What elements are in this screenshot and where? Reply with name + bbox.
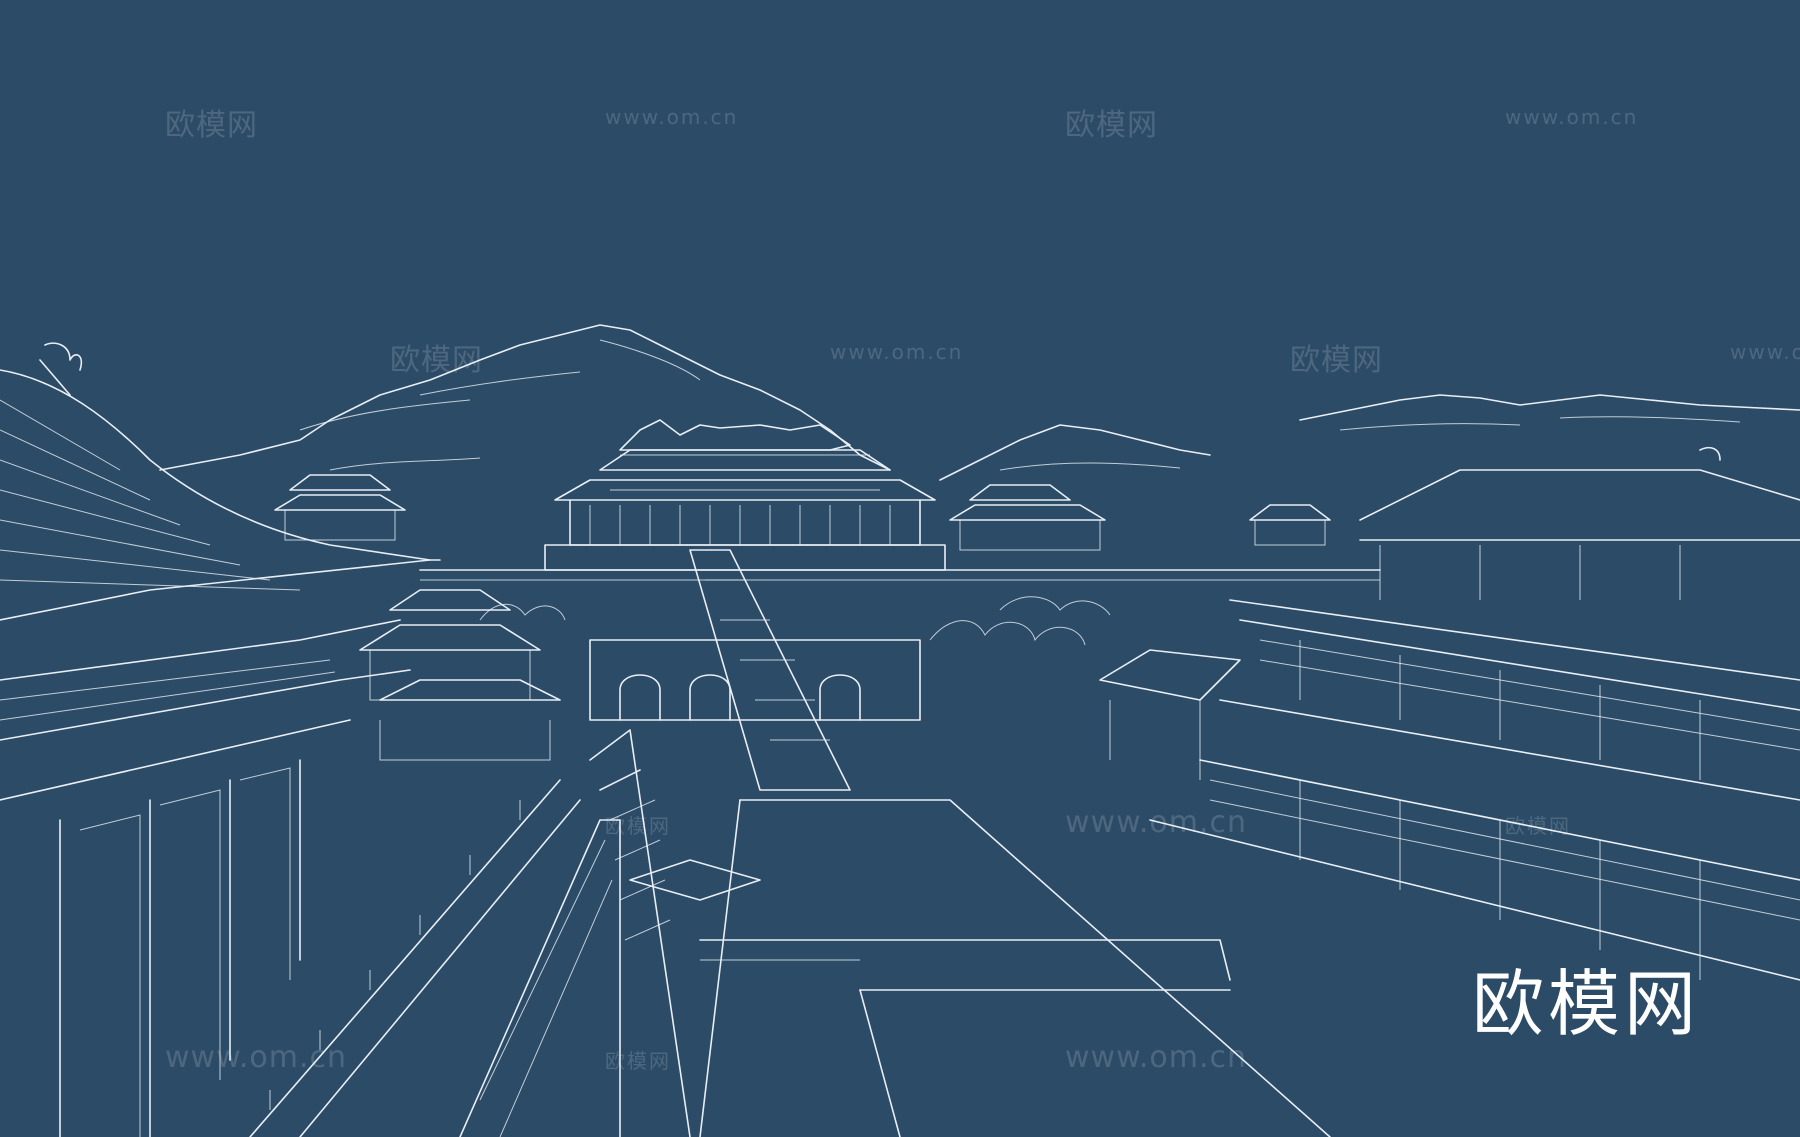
watermark-url: 欧模网 — [1505, 814, 1571, 838]
watermark-text: 欧模网 — [1290, 343, 1383, 378]
watermark-text: www.om.cn — [1065, 805, 1248, 840]
center-left-roof — [589, 729, 761, 1137]
courtyard — [699, 799, 1331, 1137]
left-roof — [0, 342, 441, 1137]
left-pavilions — [359, 589, 561, 761]
brand-logo: 欧模网 — [1472, 962, 1701, 1046]
mountain-range — [159, 324, 1800, 481]
watermark-url: 欧模网 — [605, 814, 671, 838]
distant-halls — [274, 474, 1331, 551]
watermark-url: www.om.cn — [1505, 105, 1639, 129]
watermark-text: 欧模网 — [1065, 108, 1158, 143]
watermark-url: www.om.cn — [1730, 340, 1800, 364]
watermark-text: 欧模网 — [165, 108, 258, 143]
central-gate — [589, 549, 921, 791]
watermark-url: www.om.cn — [605, 105, 739, 129]
watermark-url: 欧模网 — [605, 1049, 671, 1073]
watermark-text: www.om.cn — [165, 1040, 348, 1075]
watermark-text: 欧模网 — [390, 343, 483, 378]
trees — [479, 596, 1111, 646]
right-corridor — [1149, 599, 1800, 981]
watermark-url: www.om.cn — [830, 340, 964, 364]
right-buildings — [1099, 446, 1800, 780]
central-hall — [544, 419, 946, 571]
watermark-text: www.om.cn — [1065, 1040, 1248, 1075]
left-balustrade — [249, 779, 621, 1137]
